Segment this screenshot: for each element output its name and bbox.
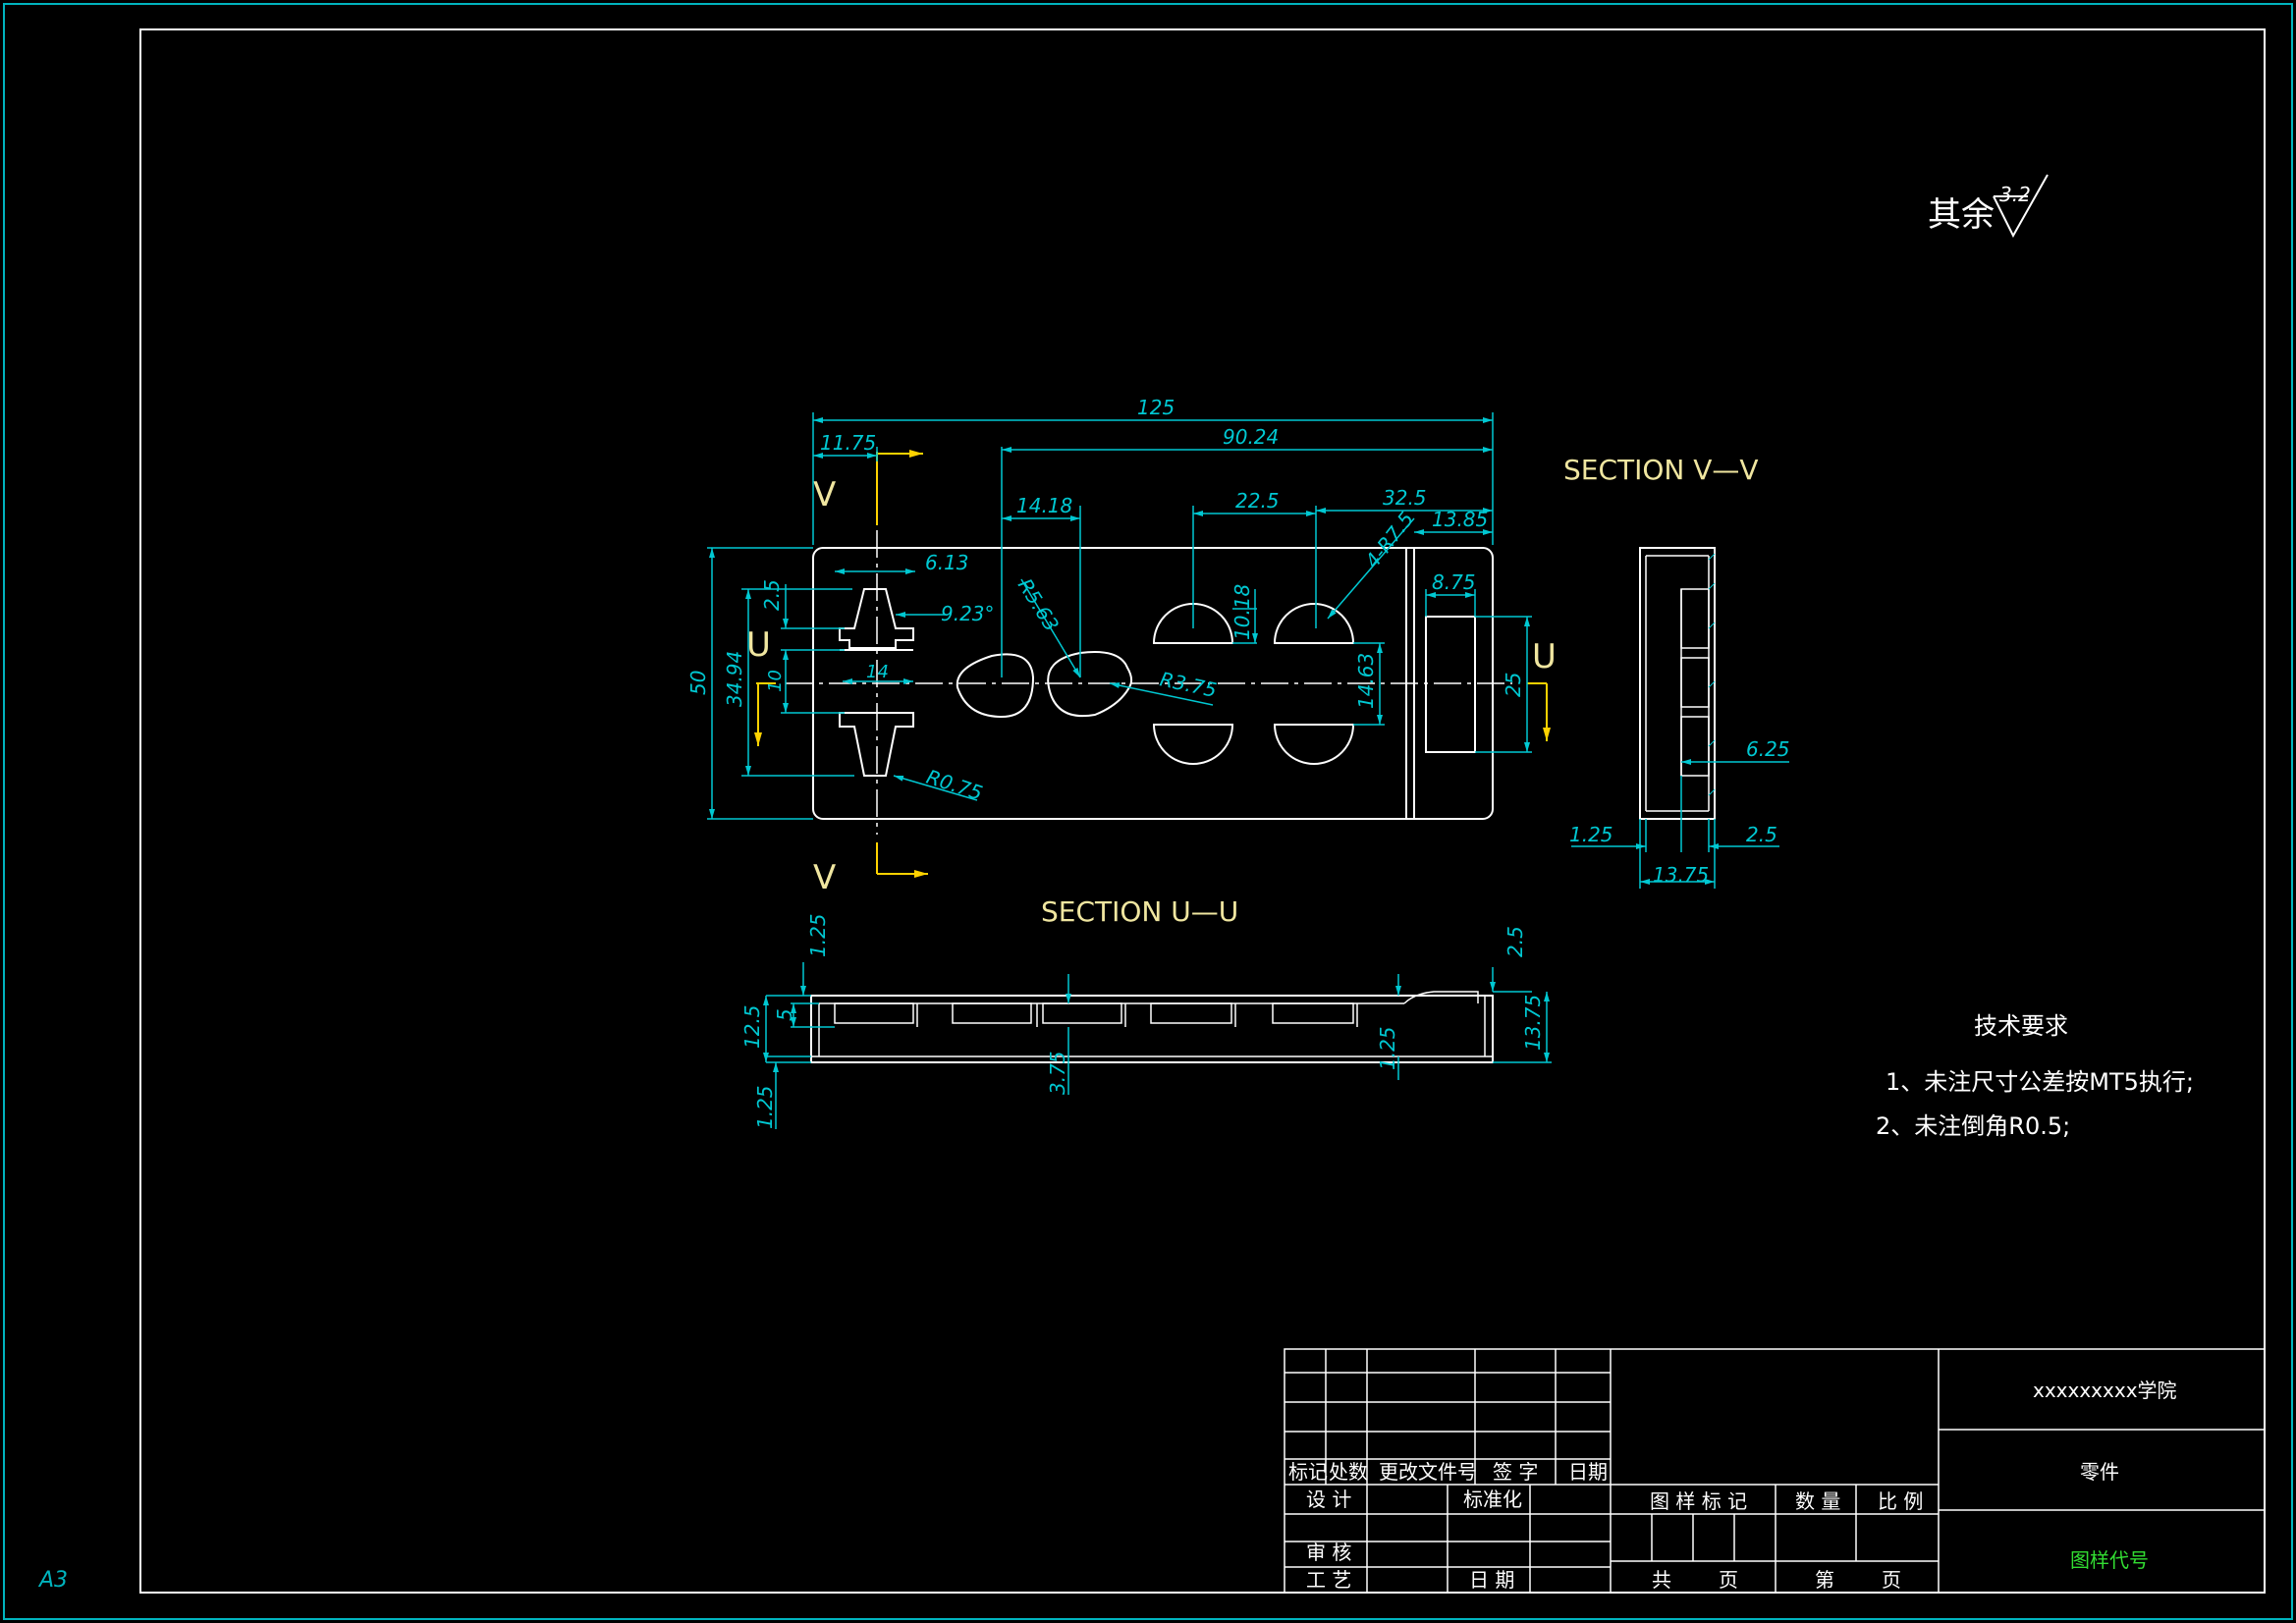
cut-v-top-label: V (813, 475, 836, 514)
dim-13-75-vv: 13.75 (1653, 863, 1709, 887)
tb-date2: 日 期 (1469, 1568, 1514, 1592)
tb-review: 审 核 (1306, 1541, 1351, 1564)
lobe-right (1047, 651, 1133, 718)
main-view-dimensions (707, 412, 1532, 820)
tb-part-name: 零件 (2080, 1460, 2119, 1484)
dim-4-r7-5: 4-R7.5 (1360, 508, 1418, 573)
lobe-left (956, 653, 1035, 719)
tb-mark: 标记 (1288, 1460, 1328, 1484)
dim-8-75: 8.75 (1432, 570, 1476, 594)
dim-2-5: 2.5 (760, 579, 784, 611)
dim-uu-5: 5 (773, 1008, 796, 1021)
dim-uu-1-25b: 1.25 (753, 1085, 777, 1129)
dim-50: 50 (686, 671, 710, 695)
section-vv-dimensions (1571, 759, 1789, 889)
dim-90-24: 90.24 (1223, 425, 1279, 449)
dim-125: 125 (1137, 396, 1175, 419)
dim-6-13: 6.13 (925, 551, 969, 574)
uu-pocket-5 (1272, 1002, 1354, 1024)
clip-slot-bottom (839, 712, 914, 777)
pocket-bottom-1 (1152, 724, 1234, 765)
cut-u-left-label: U (746, 625, 771, 665)
dim-9-23: 9.23° (941, 602, 995, 625)
tb-page: 页 (1719, 1568, 1738, 1592)
requirement-item-2: 2、未注倒角R0.5; (1876, 1112, 2070, 1140)
tb-process: 工 艺 (1306, 1568, 1351, 1592)
dim-11-75: 11.75 (820, 431, 876, 455)
dim-uu-12-5: 12.5 (740, 1004, 764, 1049)
dim-13-85: 13.85 (1432, 508, 1488, 531)
dim-r3-75: R3.75 (1158, 667, 1219, 702)
roughness-symbol-icon (1993, 174, 2049, 239)
tb-school: xxxxxxxxx学院 (2033, 1379, 2177, 1402)
outer-frame (3, 3, 2293, 1620)
tb-page2: 页 (1882, 1568, 1901, 1592)
dim-2-5-vv: 2.5 (1746, 823, 1777, 846)
dim-14-63: 14.63 (1354, 653, 1378, 709)
dim-uu-3-75: 3.75 (1046, 1051, 1069, 1095)
tb-change-doc: 更改文件号 (1379, 1460, 1477, 1484)
main-view (786, 530, 1512, 835)
sheet-size-label: A3 (37, 1568, 68, 1593)
pocket-top-1 (1152, 603, 1234, 644)
dim-34-94: 34.94 (723, 651, 746, 707)
section-uu-view: SECTION U—U (810, 895, 1494, 1063)
dim-line-r0-75 (893, 775, 978, 801)
section-vv-outline (1639, 547, 1716, 820)
dim-14: 14 (866, 662, 889, 682)
section-vv-view: SECTION V—V (1563, 454, 1759, 820)
dim-25: 25 (1502, 673, 1525, 697)
dim-uu-13-75: 13.75 (1521, 995, 1545, 1051)
tb-signature: 签 字 (1493, 1460, 1538, 1484)
dim-uu-1-25a: 1.25 (806, 913, 830, 957)
dim-line-r5-63 (1020, 578, 1081, 678)
uu-pocket-3 (1042, 1002, 1122, 1024)
tb-count: 处数 (1329, 1460, 1368, 1484)
dim-10-18: 10.18 (1230, 584, 1254, 640)
cut-v-bottom-label: V (813, 858, 836, 897)
section-vv-title: SECTION V—V (1563, 454, 1759, 486)
dim-1-25: 1.25 (1569, 823, 1613, 846)
dim-6-25: 6.25 (1746, 737, 1790, 761)
tb-date: 日期 (1568, 1460, 1608, 1484)
tb-drawing-mark: 图 样 标 记 (1650, 1489, 1747, 1513)
title-block-text: 标记 处数 更改文件号 签 字 日期 设 计 标准化 审 核 工 艺 日 期 图… (1288, 1379, 2177, 1592)
roughness-prefix: 其余 (1928, 195, 1995, 235)
inner-frame (139, 28, 2266, 1594)
dim-line-r3-75 (1109, 682, 1214, 706)
uu-pocket-1 (834, 1002, 914, 1024)
section-uu-outline (810, 995, 1494, 1063)
requirement-item-1: 1、未注尺寸公差按MT5执行; (1886, 1068, 2194, 1096)
title-block (1284, 1348, 2266, 1594)
tb-total: 共 (1652, 1568, 1671, 1592)
right-window (1425, 616, 1476, 753)
pocket-top-2 (1273, 603, 1355, 644)
section-uu-dimensions (763, 962, 1552, 1129)
tb-nth: 第 (1815, 1568, 1834, 1592)
pocket-bottom-2 (1273, 724, 1355, 765)
requirements-title: 技术要求 (1974, 1012, 2068, 1040)
dim-r0-75: R0.75 (923, 765, 985, 805)
dim-uu-2-5: 2.5 (1503, 926, 1527, 957)
roughness-note: 其余 3.2 (1928, 174, 2049, 239)
dim-uu-1-25c: 1.25 (1376, 1026, 1399, 1070)
dim-line-4-r7-5 (1327, 517, 1415, 620)
roughness-value: 3.2 (1999, 183, 2031, 206)
dim-14-18: 14.18 (1016, 494, 1072, 517)
uu-pocket-4 (1150, 1002, 1232, 1024)
uu-pocket-2 (952, 1002, 1032, 1024)
tb-drawing-code: 图样代号 (2070, 1548, 2149, 1572)
dim-10: 10 (765, 670, 786, 692)
tb-design: 设 计 (1306, 1488, 1351, 1511)
tb-standardize: 标准化 (1463, 1488, 1522, 1511)
section-uu-title: SECTION U—U (1041, 895, 1238, 928)
tb-quantity: 数 量 (1795, 1489, 1840, 1513)
technical-requirements: 技术要求 1、未注尺寸公差按MT5执行; 2、未注倒角R0.5; (1876, 1012, 2194, 1140)
dim-r5-63: R5.63 (1013, 574, 1064, 635)
dim-32-5: 32.5 (1383, 486, 1427, 510)
dim-22-5: 22.5 (1235, 489, 1280, 513)
tb-scale: 比 例 (1878, 1489, 1923, 1513)
cut-u-right-label: U (1532, 637, 1557, 676)
